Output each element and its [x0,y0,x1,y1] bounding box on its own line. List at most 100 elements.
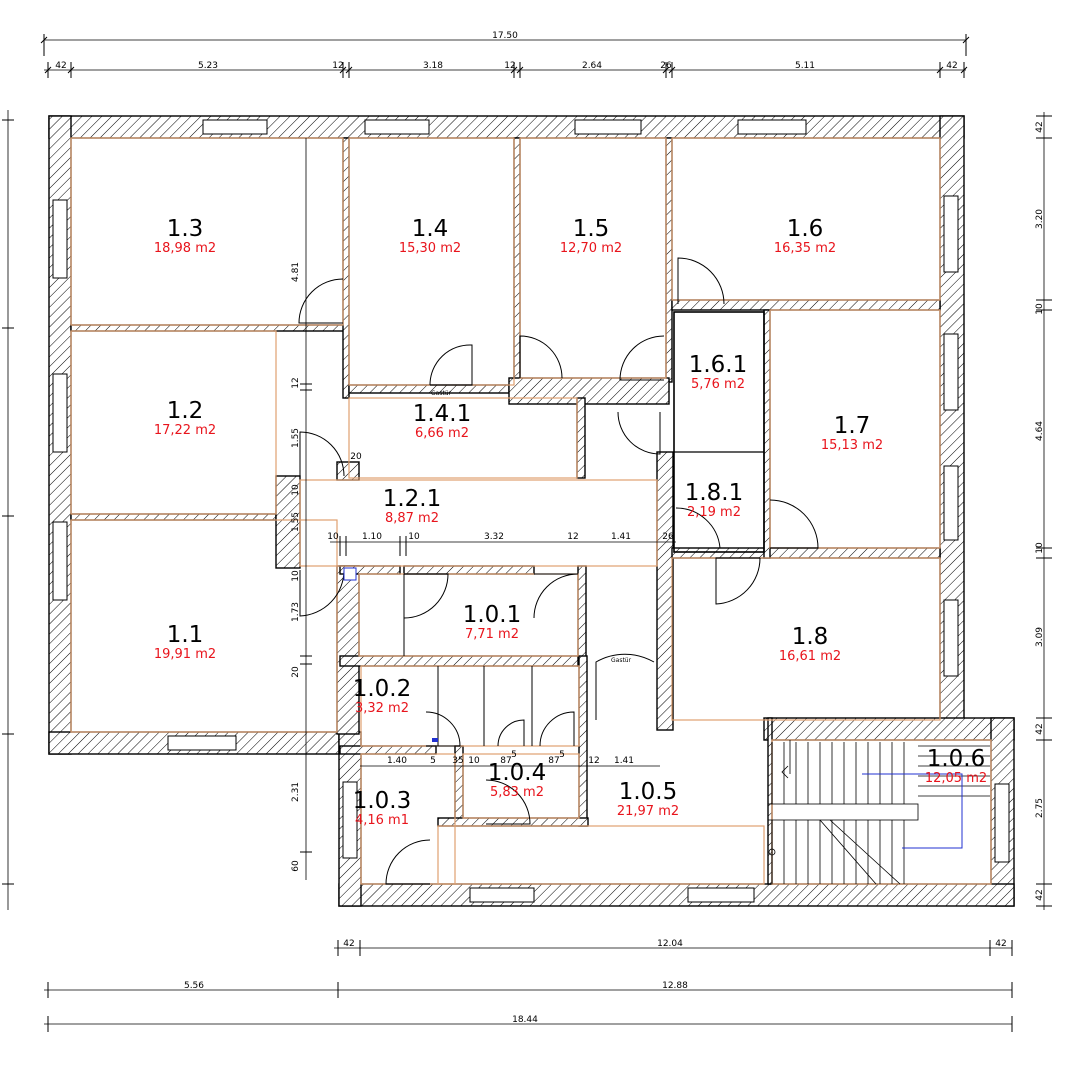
dim-inner: 1.10 [362,532,382,542]
dim-inner: 10 [327,532,339,542]
dim-inner: 5 [511,750,517,760]
room-area: 5,83 m2 [490,785,544,800]
dim-top-seg: 26 [660,61,672,71]
dim-right-seg: 42 [1035,121,1045,132]
dim-total-top: 17.50 [492,31,518,41]
dim-top-seg: 5.11 [795,61,815,71]
dim-right-seg: 42 [1035,889,1045,900]
room-number: 1.0.4 [488,760,547,786]
room-area: 15,30 m2 [399,241,461,256]
dim-inner: 1.41 [614,756,634,766]
room-number: 1.8 [792,624,829,650]
room-number: 1.7 [834,413,871,439]
room-area: 6,66 m2 [415,426,469,441]
room-area: 8,87 m2 [385,511,439,526]
dim-right-seg: 10 [1035,542,1045,554]
interior-walls [70,137,941,885]
dim-inner: 12 [567,532,578,542]
dim-inner: 5 [430,756,436,766]
dim-right-seg: 3.09 [1035,627,1045,647]
room-number: 1.2.1 [383,486,442,512]
column-marker-small [432,738,438,742]
dim-top-seg: 3.18 [423,61,443,71]
dimensions-left-edge [2,110,14,910]
dim-inner: 20 [350,452,362,462]
room-number: 1.3 [167,216,204,242]
dim-right-seg: 2.75 [1035,798,1045,818]
room-area: 15,13 m2 [821,438,883,453]
dim-right-seg: 10 [1035,303,1045,315]
dim-inner: 12 [291,377,301,388]
dim-inner: 2.31 [291,782,301,802]
room-number: 1.0.2 [353,676,412,702]
room-area: 21,97 m2 [617,804,679,819]
room-area: 12,70 m2 [560,241,622,256]
dim-inner: 3.32 [484,532,504,542]
dim-inner: 12 [588,756,599,766]
doors [298,257,819,885]
room-number: 1.4.1 [413,401,472,427]
room-area: 16,35 m2 [774,241,836,256]
room-area: 17,22 m2 [154,423,216,438]
room-area: 3,32 m2 [355,701,409,716]
dim-bottom-total: 18.44 [512,1015,538,1025]
room-number: 1.8.1 [685,480,744,506]
dimensions-inner-vertical: 4.81 12 1.55 10 1.55 10 1.73 20 2.31 60 [291,138,312,880]
room-area: 18,98 m2 [154,241,216,256]
dim-right-seg: 4.64 [1035,421,1045,441]
dim-inner: 1.55 [291,428,301,448]
dimensions-right: 42 3.20 10 4.64 10 3.09 42 2.75 42 [1035,112,1052,910]
dim-inner: 1.40 [387,756,407,766]
dim-bottom-seg: 12.04 [657,939,683,949]
dim-inner: 87 [548,756,559,766]
dimensions-inner-horizontal: 10 1.10 10 3.32 12 1.41 26 1.40 5 35 10 … [327,452,676,767]
dim-right-seg: 42 [1035,723,1045,734]
room-area: 7,71 m2 [465,627,519,642]
dimensions-top: 17.50 42 5.23 12 3.18 12 2.64 26 5.11 42 [40,31,970,78]
dim-top-seg: 12 [504,61,515,71]
room-area: 12,05 m2 [925,771,987,786]
room-area: 2,19 m2 [687,505,741,520]
dim-inner: 87 [500,756,511,766]
room-area: 16,61 m2 [779,649,841,664]
dim-inner: 1.41 [611,532,631,542]
dim-top-seg: 12 [332,61,343,71]
dim-top-seg: 42 [55,61,66,71]
dim-inner: 26 [662,532,674,542]
dim-inner: 1.73 [291,602,301,622]
dim-inner: 20 [291,666,301,678]
dim-inner: 1.55 [291,512,301,532]
door-label: Gastür [611,657,632,664]
dim-inner: 35 [452,756,463,766]
dim-bottom-seg: 42 [995,939,1006,949]
windows [52,119,1010,903]
dim-inner: 10 [291,570,301,582]
room-number: 1.0.5 [619,779,678,805]
shaft-block [673,311,765,553]
dim-right-seg: 3.20 [1035,209,1045,229]
room-number: 1.2 [167,398,204,424]
room-number: 1.6.1 [689,352,748,378]
dim-top-seg: 5.23 [198,61,218,71]
room-number: 1.0.3 [353,788,412,814]
room-number: 1.0.1 [463,602,522,628]
dim-inner: 10 [468,756,480,766]
dim-inner: 60 [291,860,301,872]
dim-inner: 5 [559,750,565,760]
dim-inner: 4.81 [291,262,301,282]
room-area: 4,16 m1 [355,813,409,828]
dim-top-seg: 2.64 [582,61,602,71]
room-number: 1.6 [787,216,824,242]
room-number: 1.1 [167,622,204,648]
dim-bottom-seg: 42 [343,939,354,949]
staircase [767,740,990,885]
room-area: 19,91 m2 [154,647,216,662]
column-marker [343,567,357,581]
dim-bottom-seg: 5.56 [184,981,204,991]
door-label: Gastür [431,390,452,397]
room-number: 1.5 [573,216,610,242]
room-number: 1.4 [412,216,449,242]
dim-top-seg: 42 [946,61,957,71]
room-labels: 1.318,98 m2 1.415,30 m2 1.512,70 m2 1.616,3… [154,216,987,828]
